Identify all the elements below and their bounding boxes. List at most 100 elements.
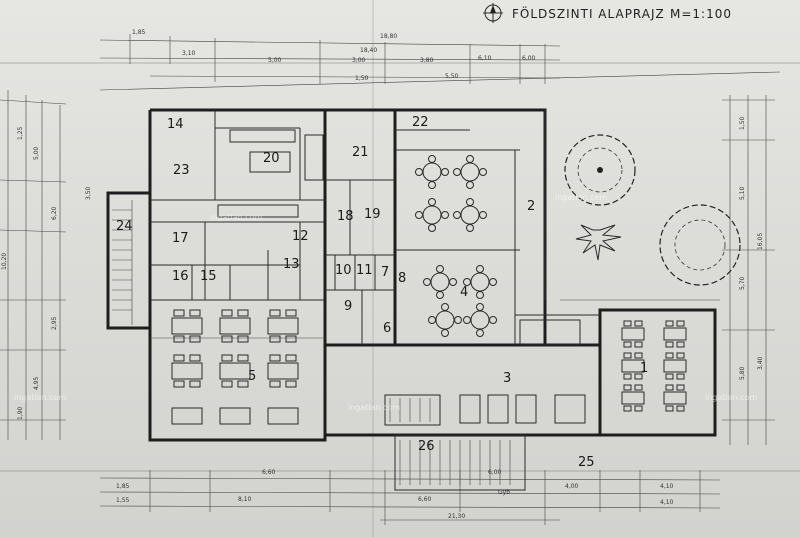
round-tables-room-4 (415, 155, 497, 337)
dim-label: 1,85 (132, 29, 146, 36)
table (219, 407, 251, 425)
chair (285, 380, 297, 388)
plan-title: FÖLDSZINTI ALAPRAJZ (512, 5, 665, 21)
chair (476, 291, 484, 299)
room-label-15: 15 (200, 269, 217, 284)
plan-scale: M=1:100 (670, 7, 732, 21)
room-label-7: 7 (381, 265, 389, 280)
chair (623, 341, 632, 348)
table (171, 362, 203, 380)
room-label-5: 5 (248, 369, 256, 384)
chair (449, 278, 457, 286)
chair (665, 373, 674, 380)
chair (634, 405, 643, 412)
chair (479, 211, 487, 219)
chair (285, 354, 297, 362)
round-table (470, 272, 490, 292)
chair (173, 335, 185, 343)
dim-label: 16,05 (757, 233, 764, 250)
room-label-6: 6 (383, 321, 391, 336)
chair (221, 380, 233, 388)
chair (623, 352, 632, 359)
dim-label: 18,80 (380, 33, 397, 40)
room-label-3: 3 (503, 371, 511, 386)
chair (623, 405, 632, 412)
dim-label: 21,30 (448, 513, 465, 520)
dim-label: 2,95 (51, 316, 58, 330)
dim-label: 1,25 (17, 126, 24, 140)
kitchen-furniture (217, 129, 324, 218)
dim-label: 18,40 (360, 47, 377, 54)
round-table (460, 205, 480, 225)
top-dimension-chains: 1,85 3,10 5,00 3,00 3,80 6,10 6,00 18,40… (99, 29, 781, 91)
chair (489, 316, 497, 324)
chair (634, 373, 643, 380)
chair (423, 278, 431, 286)
room-label-9: 9 (344, 299, 352, 314)
table (267, 362, 299, 380)
chair (476, 303, 484, 311)
building-walls (106, 108, 720, 491)
table (267, 407, 299, 425)
right-dimension-chains: 1,50 5,10 16,05 5,70 3,40 5,80 (722, 95, 775, 445)
dim-label: 1,85 (116, 483, 130, 490)
chair (676, 405, 685, 412)
chair (634, 320, 643, 327)
paper-fold-line (0, 62, 800, 64)
chair (676, 341, 685, 348)
chair (441, 329, 449, 337)
chair (269, 380, 281, 388)
dim-label: 1,55 (116, 497, 130, 504)
chair (428, 155, 436, 163)
chair (466, 198, 474, 206)
room-label-21: 21 (352, 145, 369, 160)
chair (676, 320, 685, 327)
room-label-14: 14 (167, 117, 184, 132)
dim-label: 6,60 (262, 469, 276, 476)
dim-label: 6,00 (522, 55, 536, 62)
compass-icon (483, 3, 503, 23)
table (621, 391, 645, 405)
chair (237, 354, 249, 362)
chair (415, 168, 423, 176)
chair (676, 352, 685, 359)
paper-fold-line (372, 0, 374, 537)
room-label-13: 13 (283, 257, 300, 272)
watermark: ingatlan.com (14, 393, 66, 402)
chair (466, 181, 474, 189)
chair (436, 291, 444, 299)
dim-label: 10,20 (1, 253, 8, 270)
chair (623, 373, 632, 380)
chair (489, 278, 497, 286)
chair (285, 309, 297, 317)
table (663, 327, 687, 341)
round-table (430, 272, 450, 292)
table (267, 317, 299, 335)
table (621, 359, 645, 373)
round-table (470, 310, 490, 330)
table (663, 359, 687, 373)
dim-label: 1,90 (17, 406, 24, 420)
chair (476, 329, 484, 337)
staircase-24 (112, 200, 133, 325)
terrace-tables-room-1 (621, 320, 687, 412)
room-label-20: 20 (263, 151, 280, 166)
shrub-icon (575, 224, 622, 261)
dim-label: 5,00 (33, 146, 40, 160)
corridor-benches (459, 319, 586, 424)
chair (676, 373, 685, 380)
chair (415, 211, 423, 219)
chair (665, 320, 674, 327)
chair (221, 309, 233, 317)
tree-icon (659, 204, 741, 286)
chair (173, 354, 185, 362)
chair (285, 335, 297, 343)
chair (221, 335, 233, 343)
room-label-2: 2 (527, 199, 535, 214)
chair (476, 265, 484, 273)
tree-icon (564, 134, 636, 206)
chair (676, 384, 685, 391)
watermark: ingatlan.com (705, 393, 757, 402)
chair (237, 309, 249, 317)
